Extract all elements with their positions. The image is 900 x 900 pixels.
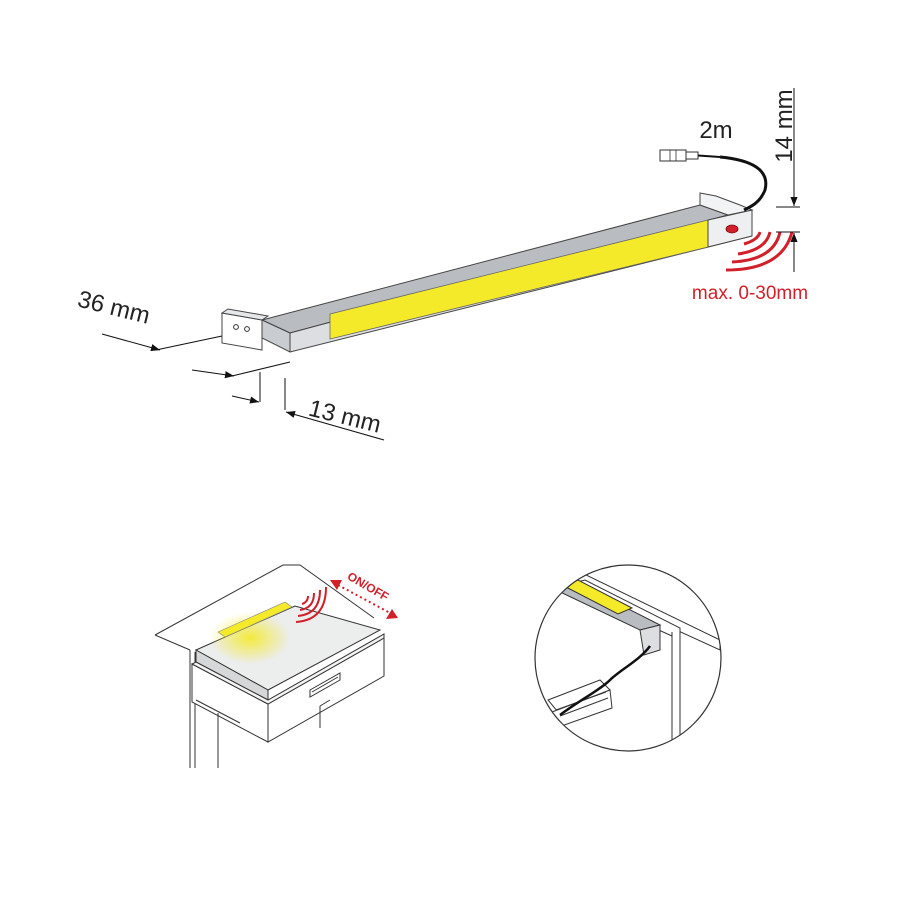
drawer-sensor-wave-icon <box>295 586 327 623</box>
depth-label: 13 mm <box>306 395 384 439</box>
width-label: 36 mm <box>75 286 153 330</box>
detail-magnifier <box>534 564 722 752</box>
sensor-icon <box>725 224 739 234</box>
sensor-wave-icon <box>725 231 794 272</box>
on-off-arrow-icon <box>330 580 398 619</box>
drawer-light-glow <box>210 612 290 664</box>
led-strip <box>329 219 709 340</box>
sensor-range-label: max. 0-30mm <box>692 283 808 304</box>
cable-length-label: 2m <box>699 117 732 144</box>
depth-dimension <box>231 372 385 441</box>
drawer-led-strip <box>217 601 293 638</box>
connector-icon <box>659 149 687 162</box>
height-dimension <box>776 88 800 272</box>
on-off-label: ON/OFF <box>345 569 391 604</box>
height-label: 14 mm <box>771 89 798 162</box>
led-profile <box>220 192 754 353</box>
drawer-scene <box>154 564 385 768</box>
power-cable <box>659 149 768 212</box>
width-dimension <box>101 333 291 379</box>
